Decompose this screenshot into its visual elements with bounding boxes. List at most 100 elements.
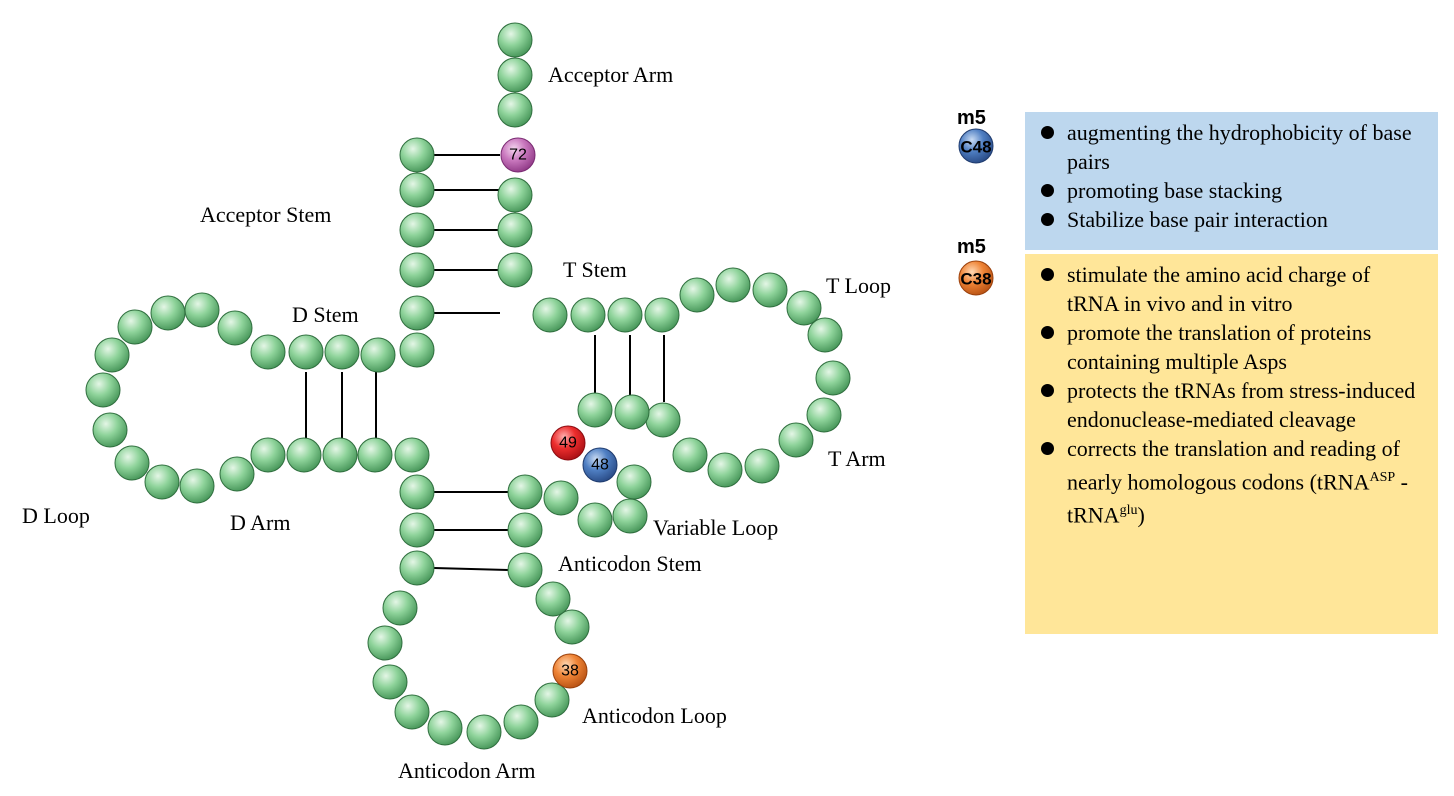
m5c48-item-text: augmenting the hydrophobicity of base pa… <box>1067 120 1412 174</box>
nucleotide <box>554 609 590 645</box>
nucleotide-72-label: 72 <box>509 147 527 164</box>
nucleotide <box>399 252 435 288</box>
nucleotide-48 <box>582 447 618 483</box>
nucleotide-49-label: 49 <box>559 435 577 452</box>
m5c48-functions-panel: augmenting the hydrophobicity of base pa… <box>1025 112 1438 250</box>
asp-superscript: ASP <box>1369 470 1396 485</box>
nucleotide <box>806 397 842 433</box>
nucleotide <box>144 464 180 500</box>
nucleotide-72 <box>500 137 536 173</box>
nucleotide <box>672 437 708 473</box>
nucleotide <box>360 337 396 373</box>
acceptor-stem-label: Acceptor Stem <box>200 202 331 227</box>
variable-loop-label: Variable Loop <box>653 515 778 540</box>
nucleotide <box>570 297 606 333</box>
nucleotide <box>179 468 215 504</box>
bullet-icon <box>1041 213 1054 226</box>
m5c48-marker: m5 C48 <box>957 107 994 164</box>
nucleotide <box>322 437 358 473</box>
m5c38-item-text-end: ) <box>1137 502 1145 528</box>
m5c38-base-label: C38 <box>960 270 991 289</box>
nucleotide <box>707 452 743 488</box>
m5c38-item-text: corrects the translation and reading of … <box>1067 436 1400 495</box>
m5c38-item-1: stimulate the amino acid charge of tRNA … <box>1039 260 1424 318</box>
nucleotide-49 <box>550 425 586 461</box>
nucleotide <box>543 480 579 516</box>
bullet-icon <box>1041 326 1054 339</box>
nucleotide <box>92 412 128 448</box>
nucleotide <box>286 437 322 473</box>
nucleotide <box>786 290 822 326</box>
nucleotide <box>394 437 430 473</box>
bullet-icon <box>1041 184 1054 197</box>
nucleotide <box>399 332 435 368</box>
nucleotide-38-label: 38 <box>561 663 579 680</box>
anticodon-stem-label: Anticodon Stem <box>558 551 702 576</box>
m5c48-item-text: promoting base stacking <box>1067 178 1283 203</box>
nucleotide <box>250 437 286 473</box>
nucleotide <box>114 445 150 481</box>
glu-superscript: glu <box>1119 503 1138 519</box>
nucleotide <box>399 212 435 248</box>
bullet-icon <box>1041 442 1054 455</box>
m5c38-item-4: corrects the translation and reading of … <box>1039 434 1424 530</box>
nucleotide <box>778 422 814 458</box>
m5c38-functions-panel: stimulate the amino acid charge of tRNA … <box>1025 254 1438 634</box>
nucleotide-48-label: 48 <box>591 457 609 474</box>
m5c48-item-1: augmenting the hydrophobicity of base pa… <box>1039 118 1424 176</box>
nucleotide <box>807 317 843 353</box>
nucleotide <box>507 512 543 548</box>
nucleotide <box>614 394 650 430</box>
m5c38-item-text: stimulate the amino acid charge of tRNA … <box>1067 262 1371 316</box>
nucleotide <box>150 295 186 331</box>
m5c48-item-2: promoting base stacking <box>1039 176 1424 205</box>
anticodon-arm-label: Anticodon Arm <box>398 758 536 783</box>
nucleotide <box>117 309 153 345</box>
nucleotide <box>607 297 643 333</box>
m5c48-item-3: Stabilize base pair interaction <box>1039 205 1424 234</box>
nucleotide <box>394 694 430 730</box>
nucleotide <box>503 704 539 740</box>
nucleotide <box>497 177 533 213</box>
m5c38-item-2: promote the translation of proteins cont… <box>1039 318 1424 376</box>
nucleotide <box>357 437 393 473</box>
nucleotide <box>534 682 570 718</box>
nucleotide <box>367 625 403 661</box>
anticodon-loop-label: Anticodon Loop <box>582 703 727 728</box>
m5c38-marker: m5 C38 <box>957 236 994 296</box>
nucleotide <box>85 372 121 408</box>
nucleotide <box>324 334 360 370</box>
nucleotide-chain <box>85 22 851 750</box>
t-loop-label: T Loop <box>826 273 891 298</box>
base-pair-bond <box>433 567 509 571</box>
nucleotide <box>645 402 681 438</box>
m5c38-item-3: protects the tRNAs from stress-induced e… <box>1039 376 1424 434</box>
nucleotide <box>219 456 255 492</box>
bullet-icon <box>1041 268 1054 281</box>
nucleotide <box>497 212 533 248</box>
nucleotide <box>497 22 533 58</box>
nucleotide <box>616 464 652 500</box>
d-stem-label: D Stem <box>292 302 359 327</box>
d-arm-label: D Arm <box>230 510 291 535</box>
m5c38-item-text: promote the translation of proteins cont… <box>1067 320 1372 374</box>
nucleotide <box>535 581 571 617</box>
nucleotide <box>612 498 648 534</box>
nucleotide <box>184 292 220 328</box>
t-arm-label: T Arm <box>828 446 886 471</box>
nucleotide <box>382 590 418 626</box>
t-stem-label: T Stem <box>563 257 627 282</box>
nucleotide <box>372 664 408 700</box>
bullet-icon <box>1041 384 1054 397</box>
nucleotide <box>399 550 435 586</box>
nucleotide-38 <box>552 653 588 689</box>
nucleotide <box>399 137 435 173</box>
nucleotide <box>679 277 715 313</box>
nucleotide <box>217 310 253 346</box>
nucleotide <box>715 267 751 303</box>
nucleotide <box>399 474 435 510</box>
nucleotide <box>644 297 680 333</box>
nucleotide <box>427 710 463 746</box>
m5c48-item-text: Stabilize base pair interaction <box>1067 207 1328 232</box>
